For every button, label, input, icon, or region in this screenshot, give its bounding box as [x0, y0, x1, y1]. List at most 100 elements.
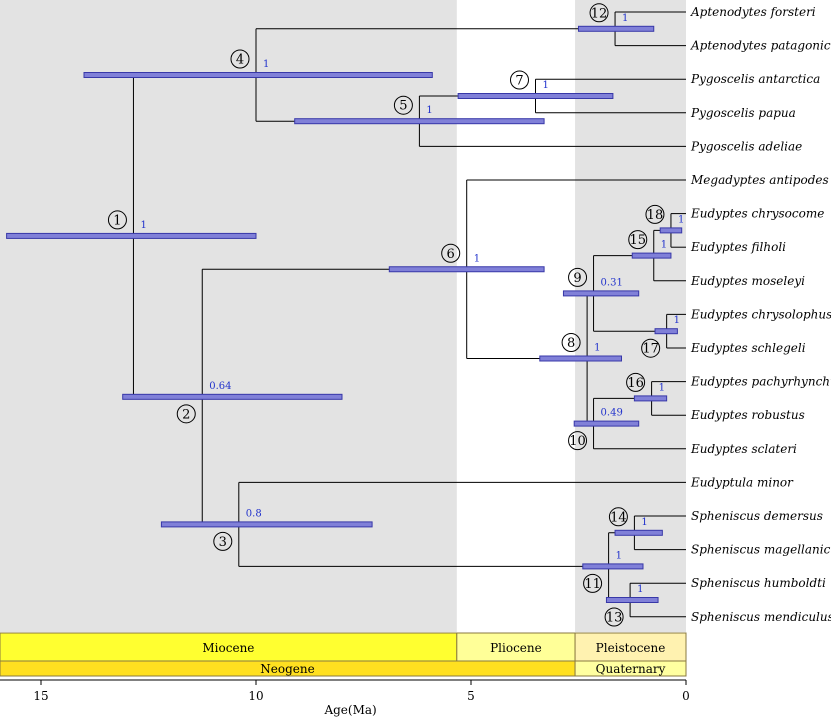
node-number-3: 3 [219, 535, 227, 550]
hpd-bar-node-7 [457, 93, 614, 99]
node-circle-3 [213, 531, 233, 551]
x-axis-title: Age(Ma) [323, 703, 376, 717]
support-value-node-12: 1 [622, 13, 628, 24]
epoch-label-miocene: Miocene [202, 641, 254, 655]
period-quaternary [574, 660, 687, 677]
tip-label: Pygoscelis antarctica [690, 72, 820, 86]
support-value-node-1: 1 [140, 220, 146, 231]
x-tick-label-5: 5 [467, 689, 475, 703]
epoch-miocene [0, 632, 458, 662]
epoch-label-pleistocene: Pleistocene [596, 641, 666, 655]
support-value-node-15: 1 [661, 240, 667, 251]
node-circle-5 [393, 95, 413, 115]
node-number-14: 14 [610, 510, 627, 525]
hpd-bar-node-12 [578, 25, 655, 32]
period-label-quaternary: Quaternary [596, 662, 666, 676]
node-number-17: 17 [642, 342, 659, 357]
node-number-1: 1 [113, 213, 121, 228]
hpd-bar-node-17 [654, 328, 678, 335]
node-number-13: 13 [606, 611, 623, 626]
node-circle-12 [589, 3, 609, 23]
support-value-node-3: 0.8 [246, 508, 262, 519]
x-tick-label-10: 10 [248, 689, 263, 703]
hpd-bar-node-18 [659, 227, 683, 234]
tip-label: Spheniscus mendiculus [691, 610, 831, 624]
hpd-bar-node-9 [562, 290, 640, 297]
support-value-node-9: 0.31 [601, 277, 623, 288]
tip-label: Aptenodytes forsteri [690, 5, 816, 19]
period-label-neogene: Neogene [260, 662, 314, 676]
node-circle-16 [626, 372, 646, 392]
hpd-bar-node-8 [539, 355, 622, 362]
node-circle-1 [107, 210, 127, 230]
epoch-pleistocene [574, 632, 687, 662]
node-circle-2 [176, 404, 196, 424]
tip-label: Eudyptes chrysocome [690, 207, 824, 221]
node-circle-17 [641, 338, 661, 358]
hpd-bar-node-14 [614, 529, 663, 536]
support-value-node-2: 0.64 [209, 381, 231, 392]
tip-label: Eudyptes moseleyi [690, 274, 805, 288]
tip-label: Eudyptula minor [690, 475, 794, 489]
tip-label: Pygoscelis adeliae [690, 139, 802, 153]
hpd-bar-node-11 [582, 563, 644, 570]
node-circle-9 [568, 267, 588, 287]
hpd-bar-node-15 [631, 252, 672, 259]
node-number-2: 2 [182, 407, 190, 422]
node-number-8: 8 [567, 336, 575, 351]
node-number-12: 12 [591, 6, 608, 21]
node-number-10: 10 [569, 434, 586, 449]
support-value-node-8: 1 [594, 343, 600, 354]
tip-label: Eudyptes sclateri [690, 442, 797, 456]
node-circle-6 [441, 243, 461, 263]
tip-label: Aptenodytes patagonicus [690, 39, 831, 53]
node-circle-15 [628, 230, 648, 250]
shaded-interval-0 [0, 0, 457, 632]
node-circle-11 [583, 573, 603, 593]
support-value-node-6: 1 [474, 253, 480, 264]
node-number-15: 15 [629, 233, 646, 248]
tip-label: Eudyptes pachyrhynchus [690, 375, 831, 389]
hpd-bar-node-1 [6, 232, 257, 239]
support-value-node-17: 1 [674, 315, 680, 326]
node-number-18: 18 [647, 208, 664, 223]
hpd-bar-node-16 [633, 395, 668, 402]
node-circle-18 [645, 204, 665, 224]
hpd-bar-node-4 [83, 72, 433, 78]
hpd-bar-node-13 [605, 597, 659, 603]
node-circle-7 [510, 70, 529, 90]
support-value-node-18: 1 [678, 214, 684, 225]
tip-label: Spheniscus magellanicus [691, 543, 831, 557]
tip-label: Spheniscus humboldti [691, 576, 826, 590]
hpd-bar-node-3 [160, 521, 373, 528]
tip-label: Pygoscelis papua [690, 106, 796, 120]
node-number-9: 9 [573, 271, 581, 286]
support-value-node-5: 1 [426, 105, 432, 116]
tip-label: Eudyptes chrysolophus [690, 307, 831, 321]
node-number-5: 5 [399, 99, 407, 114]
support-value-node-16: 1 [659, 382, 665, 393]
epoch-label-pliocene: Pliocene [490, 641, 542, 655]
node-number-6: 6 [447, 247, 455, 262]
hpd-bar-node-5 [294, 118, 545, 125]
node-number-11: 11 [584, 577, 601, 592]
node-number-16: 16 [627, 376, 644, 391]
hpd-bar-node-10 [573, 420, 640, 427]
node-labels: 111411215170.64216180.3191151181170.4910… [107, 3, 831, 627]
support-value-node-14: 1 [641, 517, 647, 528]
tip-label: Eudyptes schlegeli [690, 341, 806, 355]
support-value-node-7: 1 [543, 80, 549, 91]
node-number-7: 7 [515, 74, 523, 89]
support-value-node-11: 1 [616, 550, 622, 561]
support-value-node-13: 1 [637, 584, 643, 595]
tip-label: Eudyptes robustus [690, 408, 805, 422]
node-number-4: 4 [236, 53, 244, 68]
node-circle-13 [604, 607, 624, 627]
x-tick-label-0: 0 [682, 689, 690, 703]
hpd-bar-node-6 [388, 266, 545, 273]
node-circle-8 [561, 333, 581, 352]
hpd-bars [6, 25, 683, 603]
